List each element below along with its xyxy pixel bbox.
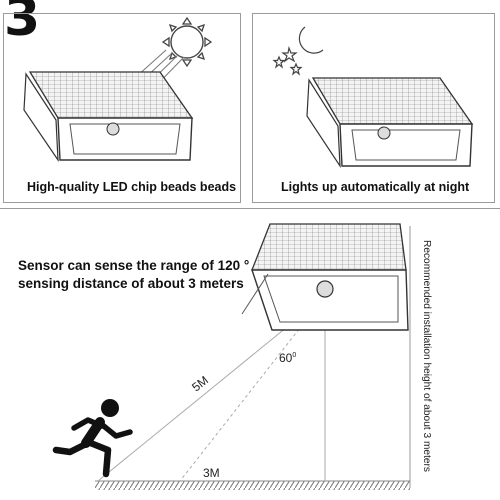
sensor-line-1: Sensor can sense the range of 120 ° bbox=[18, 258, 250, 273]
section-divider bbox=[0, 208, 500, 209]
solar-lamp-night bbox=[306, 77, 474, 169]
running-person-icon bbox=[52, 399, 133, 478]
sensor-range-text: Sensor can sense the range of 120 ° sens… bbox=[18, 257, 249, 293]
solar-lamp-wall bbox=[241, 223, 409, 331]
panel-daytime-caption: High-quality LED chip beads beads bbox=[27, 180, 237, 194]
panel-daytime bbox=[3, 13, 241, 203]
ground bbox=[95, 480, 410, 490]
panel-night bbox=[252, 13, 495, 203]
moon-stars-icon bbox=[272, 26, 324, 76]
ground-distance-label: 3M bbox=[203, 466, 220, 480]
angle-label: 600 bbox=[279, 351, 296, 365]
installation-height-label: Recommended installation height of about… bbox=[421, 240, 433, 472]
sun-icon bbox=[161, 16, 213, 68]
step-number: 3 bbox=[4, 0, 41, 48]
panel-night-caption: Lights up automatically at night bbox=[281, 180, 470, 194]
solar-lamp-day bbox=[23, 71, 194, 163]
sensor-line-2: sensing distance of about 3 meters bbox=[18, 276, 244, 292]
